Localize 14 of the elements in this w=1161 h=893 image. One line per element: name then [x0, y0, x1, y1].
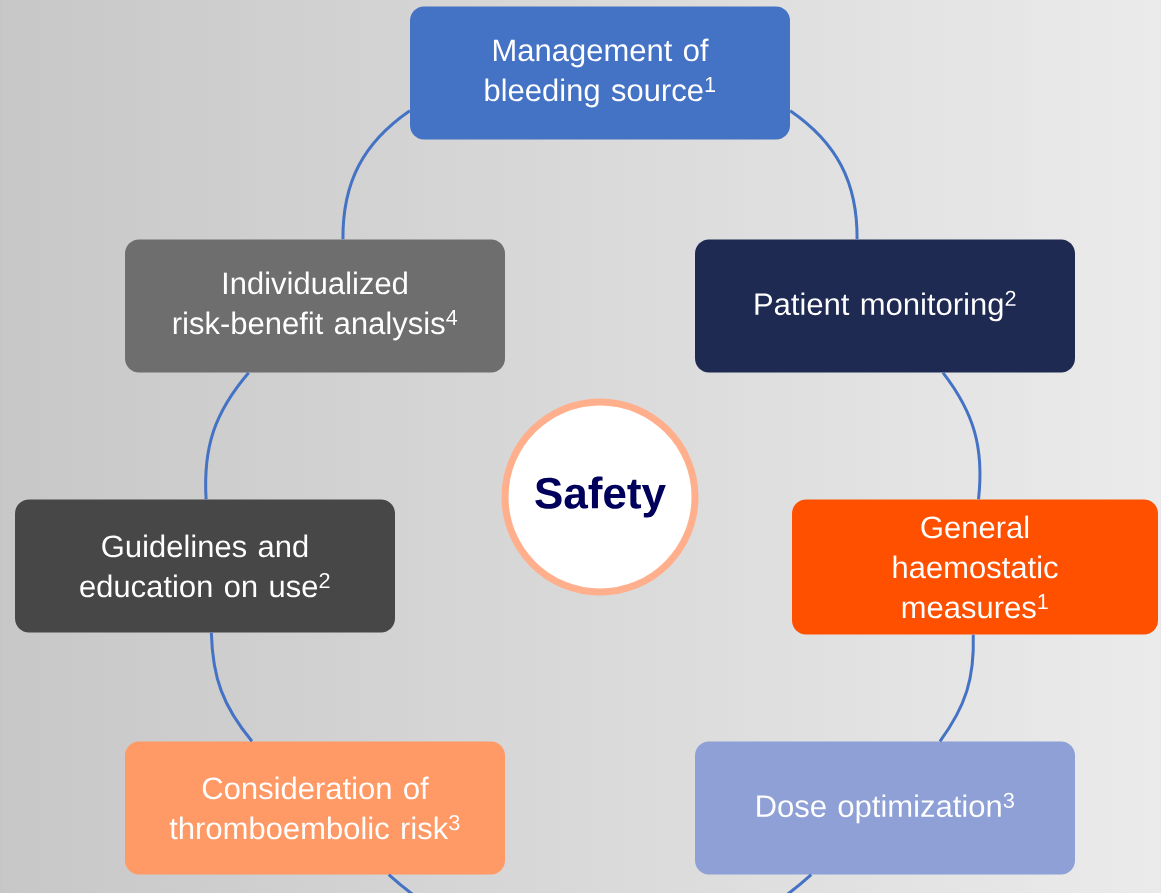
ring-arc	[209, 632, 254, 743]
ring-arc	[204, 371, 250, 500]
ring-arc	[789, 109, 859, 240]
ring-arc	[938, 634, 975, 743]
process-box: Patient monitoring$^{2}$	[695, 239, 1075, 373]
process-box: General haemostatic measures$^{1}$	[792, 499, 1158, 635]
ring-arc	[341, 109, 411, 240]
process-box: Consideration of thromboembolic risk$^{3}$	[125, 741, 505, 875]
ring-arc	[387, 873, 813, 893]
process-box: Management of bleeding source$^{1}$	[410, 6, 790, 140]
ring-arc	[941, 371, 982, 500]
process-box: Individualized risk-benefit analysis$^{4}$	[125, 239, 505, 373]
process-box: Guidelines and education on use$^{2}$	[15, 499, 395, 633]
process-box: Dose optimization$^{3}$	[695, 741, 1075, 875]
